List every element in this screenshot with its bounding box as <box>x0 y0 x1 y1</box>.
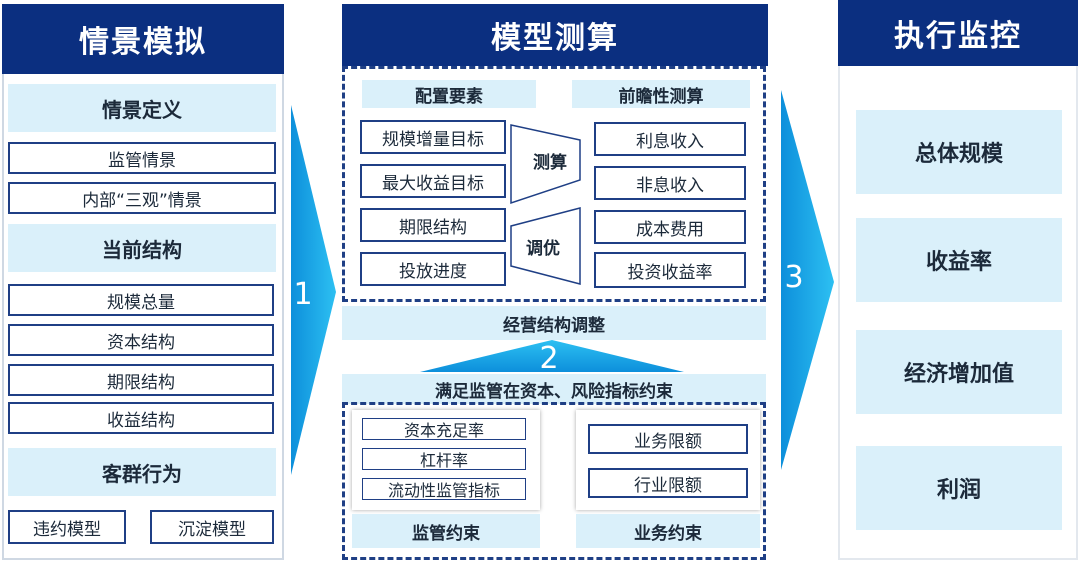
default-model-item: 违约模型 <box>8 510 126 544</box>
total-scale-item: 总体规模 <box>856 110 1062 194</box>
step1-arrow <box>291 105 336 475</box>
economic-value-added-item: 经济增加值 <box>856 330 1062 414</box>
liquidity-indicator-item: 流动性监管指标 <box>362 478 526 500</box>
step-number-1: 1 <box>293 276 313 312</box>
business-structure-adjustment-label: 经营结构调整 <box>342 306 766 340</box>
scenario-simulation-header: 情景模拟 <box>2 4 284 74</box>
internal-scenario-item: 内部“三观”情景 <box>8 182 276 214</box>
funnel-calc-shape <box>510 124 581 205</box>
constraint-dashed-area <box>342 402 766 560</box>
model-calculation-dashed-area <box>342 66 766 302</box>
funnel-calc-label: 测算 <box>533 152 567 173</box>
model-calculation-header: 模型测算 <box>342 4 768 66</box>
capital-structure-item: 资本结构 <box>8 324 274 356</box>
execution-monitoring-header: 执行监控 <box>838 0 1078 66</box>
term-structure-config-item: 期限结构 <box>360 208 506 242</box>
scale-total-item: 规模总量 <box>8 284 274 316</box>
business-limit-item: 业务限额 <box>588 424 748 454</box>
regulatory-scenario-item: 监管情景 <box>8 142 276 174</box>
industry-limit-item: 行业限额 <box>588 468 748 498</box>
customer-behavior-label: 客群行为 <box>8 448 276 496</box>
funnel-tune-label: 调优 <box>526 238 560 259</box>
scenario-definition-label: 情景定义 <box>8 84 276 132</box>
step-number-3: 3 <box>784 259 804 295</box>
business-constraint-label: 业务约束 <box>576 514 760 548</box>
capital-adequacy-item: 资本充足率 <box>362 418 526 440</box>
deposit-model-item: 沉淀模型 <box>150 510 274 544</box>
term-structure-item: 期限结构 <box>8 364 274 396</box>
config-elements-label: 配置要素 <box>362 80 536 108</box>
return-structure-item: 收益结构 <box>8 402 274 434</box>
max-return-target-item: 最大收益目标 <box>360 164 506 198</box>
non-interest-income-item: 非息收入 <box>594 166 746 200</box>
leverage-ratio-item: 杠杆率 <box>362 448 526 470</box>
constraint-title-label: 满足监管在资本、风险指标约束 <box>342 374 766 404</box>
current-structure-label: 当前结构 <box>8 224 276 272</box>
scenario-simulation-panel <box>2 74 284 560</box>
interest-income-item: 利息收入 <box>594 122 746 156</box>
return-rate-item: 收益率 <box>856 218 1062 302</box>
deployment-progress-item: 投放进度 <box>360 252 506 286</box>
step-number-2: 2 <box>539 340 559 376</box>
forward-looking-label: 前瞻性测算 <box>572 80 750 108</box>
scale-growth-target-item: 规模增量目标 <box>360 120 506 154</box>
regulatory-constraint-label: 监管约束 <box>352 514 540 548</box>
profit-item: 利润 <box>856 446 1062 530</box>
investment-return-item: 投资收益率 <box>594 252 746 288</box>
step3-arrow <box>781 90 834 470</box>
funnel-tune-shape <box>510 207 581 285</box>
step2-arrow <box>420 340 684 372</box>
execution-monitoring-panel <box>838 66 1078 560</box>
cost-expense-item: 成本费用 <box>594 210 746 244</box>
